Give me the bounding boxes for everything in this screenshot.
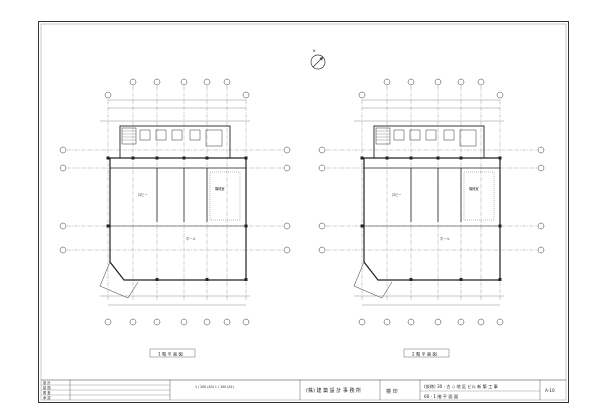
sheet-number: A-10 [545, 388, 555, 393]
field-label: 設 計 [43, 380, 51, 385]
room-label: ロビー [138, 192, 148, 197]
plan-title-right: 2 階 平 面 図 [412, 351, 437, 358]
sheet-inner-border [40, 23, 567, 401]
field-label: 製 図 [43, 385, 50, 390]
room-label: ロビー [392, 192, 402, 197]
room-label: 機械室 [469, 186, 479, 191]
room-label: ホール [440, 236, 450, 241]
grid-top-left [104, 78, 250, 99]
sheet-border [38, 21, 569, 403]
plan-title-left: 1 階 平 面 図 [158, 351, 183, 358]
field-label: 照 査 [43, 390, 51, 395]
office-name: (株) 建 築 設 計 事 務 所 [306, 387, 361, 394]
grid-bottom-right [358, 318, 504, 326]
floor-plan-right: ロビー ホール 機械室 2 階 平 面 図 [318, 78, 545, 358]
floor-plan-left: ロビー ホール 機械室 1 階 平 面 図 [59, 78, 291, 358]
field-label: 承 認 [43, 395, 51, 400]
title-block: 設 計 製 図 照 査 承 認 1 / 200 (A3) 1 / 100 (A1… [41, 379, 566, 400]
north-arrow-icon [310, 54, 326, 70]
room-label: 機械室 [215, 186, 225, 191]
grid-top-right [358, 78, 504, 99]
grid-bottom-left [104, 318, 250, 326]
drawing-title: 60 · 1 階 平 面 図 [424, 393, 458, 400]
project-name: (仮称) 30 · 古 ◇ 地 区 ビル 新 築 工 事 [424, 383, 498, 390]
room-label: ホール [186, 236, 196, 241]
north-label: N [313, 49, 316, 53]
scale-note: 1 / 200 (A3) 1 / 100 (A1) [195, 385, 234, 389]
stamp-label: 検 印 [386, 388, 398, 395]
